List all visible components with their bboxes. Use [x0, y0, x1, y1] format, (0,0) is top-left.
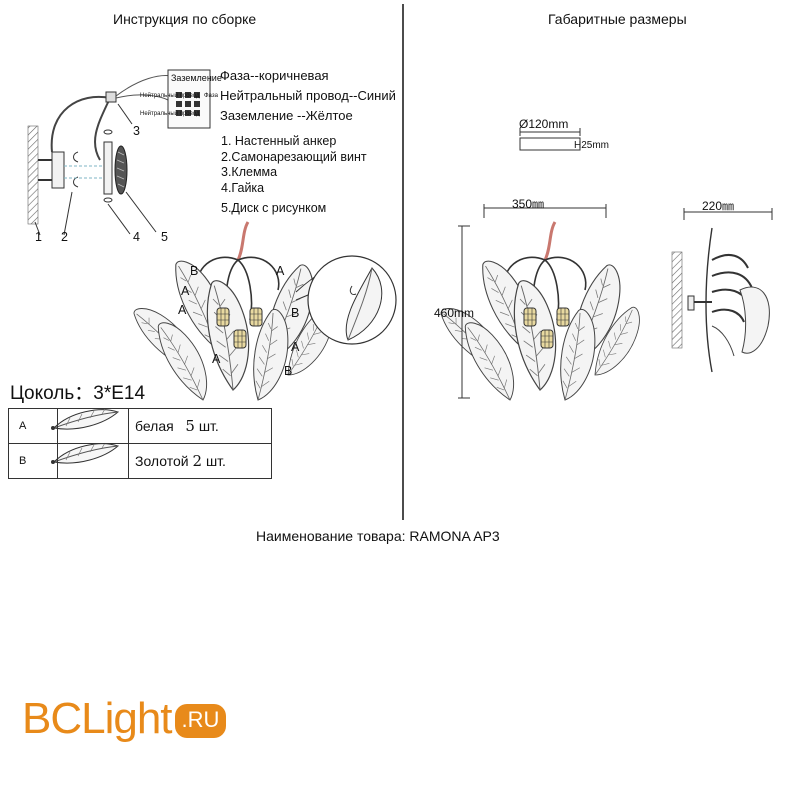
disc-dimension: [519, 128, 581, 151]
fixture-side-view: [671, 208, 773, 373]
legend-count-a: 5: [185, 417, 195, 435]
legend-unit-a: шт.: [198, 418, 219, 434]
legend-code-b: B: [8, 443, 58, 479]
logo-main: BCLight: [22, 694, 173, 743]
marker-a-2: A: [181, 284, 190, 298]
dimensions-header: Габаритные размеры: [548, 11, 687, 27]
part-5: 5.Диск с рисунком: [221, 201, 327, 215]
part-1: 1. Настенный анкер: [221, 134, 337, 148]
front-dimensions: [458, 204, 607, 399]
leaf-legend-table: A белая 5 шт. B Золотой 2 шт.: [8, 408, 272, 479]
legend-name-a-text: белая: [135, 418, 174, 434]
base-spec: Цоколь：3*E14: [10, 383, 146, 404]
wire-neutral: Нейтральный провод--Синий: [220, 88, 396, 103]
legend-count-b: 2: [192, 452, 203, 470]
part-2: 2.Самонарезающий винт: [221, 150, 367, 164]
marker-b-1: B: [190, 264, 199, 278]
callout-2: 2: [61, 230, 68, 244]
dim-depth: 220㎜: [702, 199, 735, 213]
legend-row-b: B Золотой 2 шт.: [8, 443, 272, 479]
marker-a-1: A: [276, 264, 285, 278]
legend-name-a: белая 5 шт.: [128, 408, 272, 444]
wall-hatch: [27, 125, 39, 225]
product-name: Наименование товара: RAMONA AP3: [256, 528, 500, 544]
terminal-block: [105, 91, 117, 103]
callout-3: 3: [133, 124, 140, 138]
canopy-plate: [103, 141, 113, 195]
part-3: 3.Клемма: [221, 165, 278, 179]
terminal-label-neutral-2: Нейтральный провод: [140, 111, 200, 117]
terminal-label-ground: Заземление: [171, 73, 222, 83]
dim-width: 350㎜: [512, 197, 545, 211]
legend-name-b: Золотой 2 шт.: [128, 443, 272, 479]
wall-bracket: [51, 151, 65, 189]
wire-phase: Фаза--коричневая: [220, 68, 329, 83]
supply-wire: [50, 95, 112, 161]
legend-leaf-b-cell: [57, 443, 129, 479]
callout-4: 4: [133, 230, 140, 244]
logo-suffix: .RU: [174, 704, 227, 738]
marker-a-4: A: [212, 352, 221, 366]
dim-disc-height: H25mm: [574, 140, 610, 151]
marker-a-5: A: [291, 340, 300, 354]
terminal-label-neutral-1: Нейтральный провод: [140, 93, 200, 99]
dim-height: 460mm: [434, 306, 475, 320]
legend-name-b-text: Золотой: [135, 453, 189, 469]
marker-b-2: B: [291, 306, 300, 320]
legend-code-a: A: [8, 408, 58, 444]
assembly-header: Инструкция по сборке: [113, 11, 257, 27]
part-4: 4.Гайка: [221, 181, 265, 195]
dim-disc-diameter: Ø120mm: [519, 117, 569, 131]
legend-leaf-a-cell: [57, 408, 129, 444]
marker-b-3: B: [284, 364, 293, 378]
marker-a-3: A: [178, 303, 187, 317]
brand-logo[interactable]: BCLight.RU: [22, 694, 227, 744]
terminal-label-phase: Фаза: [204, 93, 218, 99]
wire-ground: Заземление --Жёлтое: [220, 108, 353, 123]
leaf-detail-bubble: [295, 255, 397, 345]
legend-row-a: A белая 5 шт.: [8, 408, 272, 444]
assembly-detail: [27, 75, 173, 236]
terminal-chart: [167, 69, 211, 129]
callout-5: 5: [161, 230, 168, 244]
legend-unit-b: шт.: [205, 453, 226, 469]
callout-1: 1: [35, 230, 42, 244]
